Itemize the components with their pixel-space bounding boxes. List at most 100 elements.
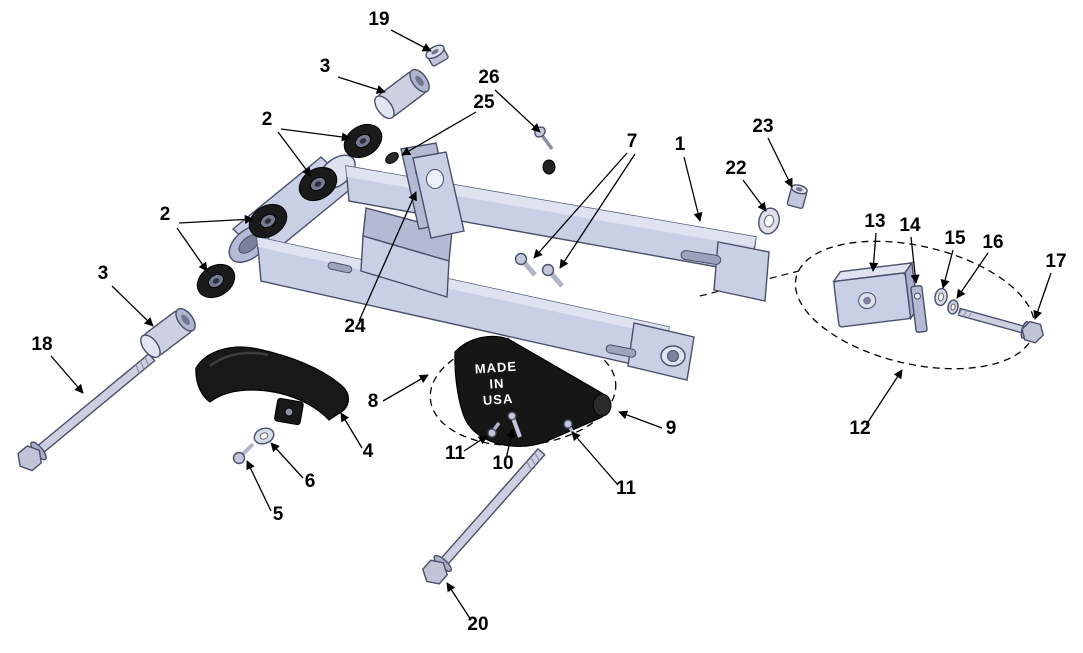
part-13-adjuster-block: [832, 260, 919, 328]
label-2-top: 2: [262, 109, 273, 130]
bolt-hex-head: [17, 445, 43, 472]
screw-head: [232, 451, 246, 465]
label-2-left: 2: [160, 204, 171, 225]
bushing-bore: [314, 181, 322, 187]
part-7-bolt-a: [514, 252, 537, 277]
label-13: 13: [864, 211, 885, 232]
leader-11-front: [463, 435, 488, 452]
slider-text-line1: MADE: [474, 359, 517, 377]
leader-10: [505, 428, 516, 460]
gusset-front: [412, 151, 465, 239]
part-23-nut: [786, 184, 808, 210]
upper-axle-slot: [680, 250, 722, 265]
brace-front: [360, 235, 450, 298]
leader-9: [618, 410, 663, 429]
washer-hole: [763, 214, 775, 228]
label-12: 12: [849, 418, 870, 439]
leader-17: [1033, 272, 1052, 320]
spacer-bore: [415, 75, 424, 86]
lower-axle-slot: [605, 344, 637, 358]
part-19-flange-nut: [425, 44, 449, 67]
slider-text: MADE IN USA: [474, 359, 517, 408]
bolt-hex-head: [1021, 320, 1044, 344]
label-7: 7: [627, 131, 638, 152]
axle-bore: [667, 350, 679, 362]
part-2-bushing-d: [196, 263, 236, 299]
leader-2-top-a: [280, 128, 351, 142]
leader-23: [767, 137, 793, 188]
leader-8: [382, 374, 429, 402]
part-2-bushing-c: [248, 203, 288, 239]
part-15-washer: [934, 287, 948, 307]
leader-7-a: [533, 152, 628, 259]
label-11-rear: 11: [616, 478, 637, 499]
label-3-top: 3: [320, 56, 331, 77]
label-25: 25: [473, 92, 495, 113]
spacer-end: [374, 95, 395, 120]
label-26: 26: [478, 67, 499, 88]
bolt-shaft: [957, 307, 1029, 335]
nut-bore: [795, 187, 803, 192]
leader-18: [50, 355, 84, 394]
leader-22: [742, 179, 767, 212]
part-2-bushing-a: [343, 123, 383, 159]
leader-13: [869, 232, 879, 272]
leader-26: [494, 89, 541, 133]
label-15: 15: [944, 228, 966, 249]
label-14: 14: [899, 215, 921, 236]
part-labels: 19 3 26 25 2 7 1 23 22 13 14 15 16 17 2 …: [31, 9, 1066, 635]
label-17: 17: [1045, 251, 1066, 272]
leader-15: [940, 249, 954, 289]
label-19: 19: [368, 9, 389, 30]
label-5: 5: [273, 504, 284, 525]
bolt-head: [541, 263, 555, 277]
part-1-swingarm: [228, 142, 770, 381]
bushing-bore: [264, 218, 272, 224]
screw-shaft: [539, 132, 554, 151]
part-14-plate: [910, 285, 928, 333]
part-26-screw: [534, 126, 556, 175]
label-4: 4: [363, 441, 374, 462]
leader-4: [340, 412, 363, 449]
spacer-bore: [181, 314, 190, 325]
slider-text-line3: USA: [482, 391, 513, 408]
leader-20: [446, 582, 472, 621]
label-11-front: 11: [445, 443, 466, 464]
leader-25: [401, 111, 477, 156]
leader-7-b: [559, 153, 636, 269]
part-3-spacer-top: [374, 68, 430, 120]
upper-axle-block: [713, 241, 770, 302]
part-6-washer: [253, 427, 275, 445]
guide-body: [195, 346, 349, 421]
part-17-adjuster-bolt: [957, 307, 1044, 344]
label-6: 6: [305, 471, 316, 492]
bushing-bore: [212, 278, 220, 284]
nut-bore: [431, 49, 439, 55]
rubber-damper: [542, 159, 556, 175]
leader-1: [683, 156, 703, 222]
part-5-screw: [232, 442, 255, 465]
leader-3-left: [111, 285, 154, 327]
leader-3-top: [337, 76, 386, 94]
slider-body: [454, 335, 610, 447]
label-22: 22: [725, 158, 746, 179]
plate-hole: [913, 292, 921, 300]
part-18-pivot-bolt: [17, 352, 156, 472]
label-10: 10: [492, 453, 513, 474]
leader-14: [910, 236, 920, 284]
slider-text-line2: IN: [489, 375, 505, 391]
part-16-washer: [947, 299, 959, 315]
leader-5: [246, 460, 272, 512]
slider-rear-roller: [592, 393, 612, 417]
highlight: [209, 351, 269, 367]
bolt-shaft: [26, 352, 156, 463]
leader-12: [865, 369, 903, 426]
leader-2-left-b: [176, 227, 208, 272]
label-8: 8: [368, 391, 379, 412]
label-16: 16: [982, 232, 1003, 253]
washer-hole: [259, 432, 269, 440]
part-20-lower-bolt: [421, 447, 546, 585]
block-bore: [863, 296, 872, 305]
